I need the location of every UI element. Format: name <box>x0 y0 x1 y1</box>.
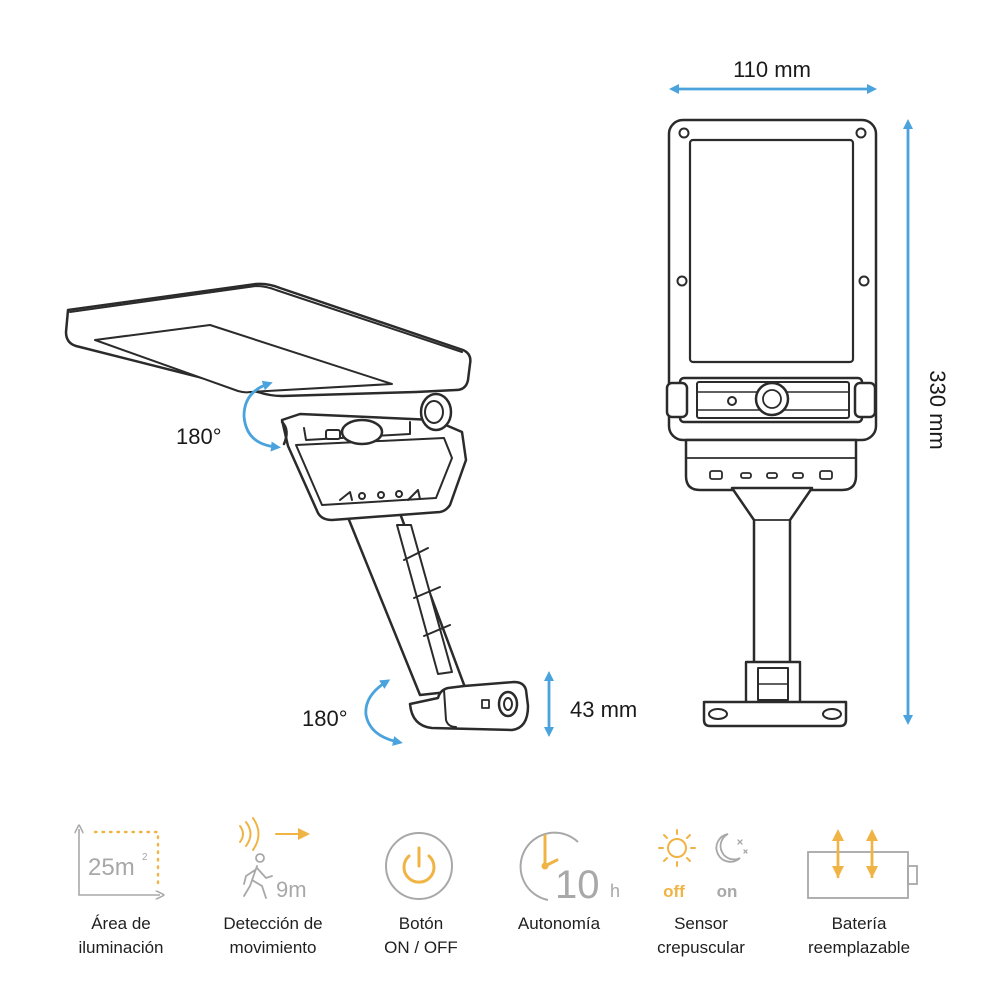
rotation-arrow-top <box>242 380 281 452</box>
hinge-knob-right-front <box>853 381 877 419</box>
height-label: 330 mm <box>925 370 950 449</box>
motion-value: 9m <box>276 877 307 902</box>
lamp-front-view <box>665 118 878 728</box>
rotation-arrow-bottom <box>364 679 403 746</box>
power-button-icon <box>385 832 453 900</box>
solar-panel-top-face <box>69 285 463 353</box>
sun-icon <box>658 829 696 867</box>
motion-sensor-side <box>340 418 384 446</box>
feature-caption-motion: Detección de movimiento <box>223 914 323 957</box>
moon-icon <box>715 833 748 863</box>
motion-detection-icon: 9m <box>239 817 310 902</box>
hinge-knob-left-front <box>665 381 689 419</box>
solar-cell-area <box>94 324 393 394</box>
feature-caption-button: Botón ON / OFF <box>384 914 458 957</box>
feature-captions: Área de iluminación Detección de movimie… <box>0 912 1000 992</box>
area-value: 25m <box>88 854 135 881</box>
lamp-side-view <box>64 282 530 732</box>
autonomy-unit: h <box>610 881 620 901</box>
twilight-sensor-icon: off on <box>658 829 748 901</box>
area-icon: 25m 2 <box>79 829 160 895</box>
feature-caption-battery: Batería reemplazable <box>807 914 911 957</box>
autonomy-value: 10 <box>555 863 600 907</box>
feature-caption-area: Área de iluminación <box>78 914 164 957</box>
support-arm-front <box>730 486 814 672</box>
dimension-arrows <box>242 84 913 746</box>
base-label: 43 mm <box>570 697 637 722</box>
sensor-on-label: on <box>717 882 738 901</box>
autonomy-clock-icon: 10 h <box>519 831 620 907</box>
feature-caption-autonomy: Autonomía <box>517 914 601 933</box>
battery-icon <box>807 829 918 899</box>
feature-caption-sensor: Sensor crepuscular <box>657 914 745 957</box>
solar-panel-side <box>64 282 472 398</box>
sensor-off-label: off <box>663 882 685 901</box>
area-superscript: 2 <box>142 852 148 863</box>
rotation-bottom-label: 180° <box>302 706 348 731</box>
solar-cell-front <box>688 138 855 364</box>
light-head-front <box>684 438 858 492</box>
width-label: 110 mm <box>733 57 811 82</box>
wall-base-front <box>702 700 848 728</box>
rotation-top-label: 180° <box>176 424 222 449</box>
